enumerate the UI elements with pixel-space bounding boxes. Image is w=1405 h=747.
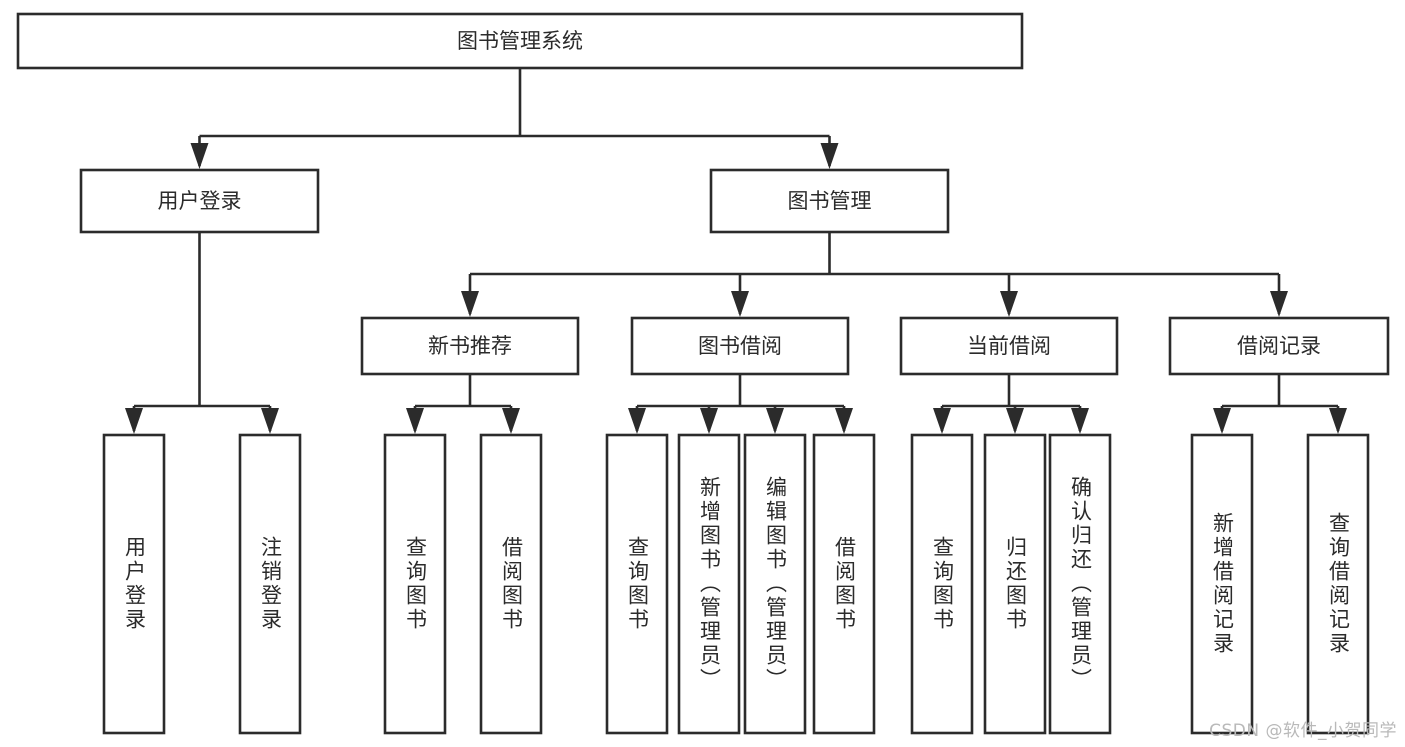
node-leaf-新增图书管理员-5[interactable] <box>677 433 741 735</box>
l3-借阅记录-to-leaves-arrow-1 <box>1329 408 1347 434</box>
l3-图书借阅-to-leaves-arrow-3 <box>835 408 853 434</box>
node-leaf-新增借阅记录-11[interactable] <box>1190 433 1254 735</box>
node-label-leaf-新增图书管理员-5: 新增图书（管理员） <box>697 476 722 692</box>
node-label-leaf-查询图书-2: 查询图书 <box>403 536 428 632</box>
node-leaf-查询借阅记录-12[interactable] <box>1306 433 1370 735</box>
node-label-leaf-借阅图书-3: 借阅图书 <box>499 536 524 632</box>
node-label-leaf-查询图书-8: 查询图书 <box>930 536 955 632</box>
node-label-l2-用户登录: 用户登录 <box>158 189 242 213</box>
node-label-leaf-查询借阅记录-12: 查询借阅记录 <box>1326 512 1351 656</box>
node-leaf-确认归还管理员-10[interactable] <box>1048 433 1112 735</box>
node-leaf-归还图书-9[interactable] <box>983 433 1047 735</box>
l3-当前借阅-to-leaves-arrow-0 <box>933 408 951 434</box>
node-label-root: 图书管理系统 <box>457 29 583 53</box>
node-label-leaf-归还图书-9: 归还图书 <box>1003 536 1028 632</box>
books-to-l3-arrow-0 <box>461 291 479 317</box>
l3-当前借阅-to-leaves-arrow-2 <box>1071 408 1089 434</box>
node-l3-借阅记录[interactable] <box>1168 316 1390 376</box>
node-label-l3-新书推荐: 新书推荐 <box>428 334 512 358</box>
node-l3-当前借阅[interactable] <box>899 316 1119 376</box>
node-label-l3-图书借阅: 图书借阅 <box>698 334 782 358</box>
watermark-text: CSDN @软件_小贺同学 <box>1209 721 1397 741</box>
l3-图书借阅-to-leaves-arrow-0 <box>628 408 646 434</box>
l3-图书借阅-to-leaves-arrow-2 <box>766 408 784 434</box>
l3-借阅记录-to-leaves-arrow-0 <box>1213 408 1231 434</box>
node-l2-用户登录[interactable] <box>79 168 320 234</box>
l3-新书推荐-to-leaves-arrow-1 <box>502 408 520 434</box>
node-label-leaf-注销登录-1: 注销登录 <box>258 536 283 632</box>
node-l3-图书借阅[interactable] <box>630 316 850 376</box>
books-to-l3-arrow-3 <box>1270 291 1288 317</box>
node-leaf-查询图书-8[interactable] <box>910 433 974 735</box>
connector-layer <box>125 68 1347 434</box>
node-box-layer <box>16 12 1390 735</box>
books-to-l3-arrow-2 <box>1000 291 1018 317</box>
node-leaf-查询图书-2[interactable] <box>383 433 447 735</box>
root-to-l2-arrow-1 <box>820 143 839 169</box>
node-label-leaf-确认归还管理员-10: 确认归还（管理员） <box>1068 476 1093 692</box>
node-leaf-借阅图书-7[interactable] <box>812 433 876 735</box>
node-l3-新书推荐[interactable] <box>360 316 580 376</box>
node-label-l2-图书管理: 图书管理 <box>788 189 872 213</box>
node-leaf-注销登录-1[interactable] <box>238 433 302 735</box>
node-label-leaf-编辑图书管理员-6: 编辑图书（管理员） <box>763 476 788 692</box>
node-leaf-用户登录-0[interactable] <box>102 433 166 735</box>
l3-当前借阅-to-leaves-arrow-1 <box>1006 408 1024 434</box>
node-l2-图书管理[interactable] <box>709 168 950 234</box>
books-to-l3-arrow-1 <box>731 291 749 317</box>
l3-图书借阅-to-leaves-arrow-1 <box>700 408 718 434</box>
node-label-leaf-新增借阅记录-11: 新增借阅记录 <box>1210 512 1235 656</box>
node-leaf-编辑图书管理员-6[interactable] <box>743 433 807 735</box>
node-leaf-借阅图书-3[interactable] <box>479 433 543 735</box>
l3-新书推荐-to-leaves-arrow-0 <box>406 408 424 434</box>
node-root-图书管理系统[interactable] <box>16 12 1024 70</box>
node-label-leaf-查询图书-4: 查询图书 <box>625 536 650 632</box>
node-label-leaf-用户登录-0: 用户登录 <box>122 536 147 632</box>
root-to-l2-arrow-0 <box>190 143 209 169</box>
node-leaf-查询图书-4[interactable] <box>605 433 669 735</box>
node-label-l3-当前借阅: 当前借阅 <box>967 334 1051 358</box>
node-label-l3-借阅记录: 借阅记录 <box>1237 334 1321 358</box>
login-to-leaves-arrow-1 <box>261 408 279 434</box>
node-label-leaf-借阅图书-7: 借阅图书 <box>832 536 857 632</box>
login-to-leaves-arrow-0 <box>125 408 143 434</box>
